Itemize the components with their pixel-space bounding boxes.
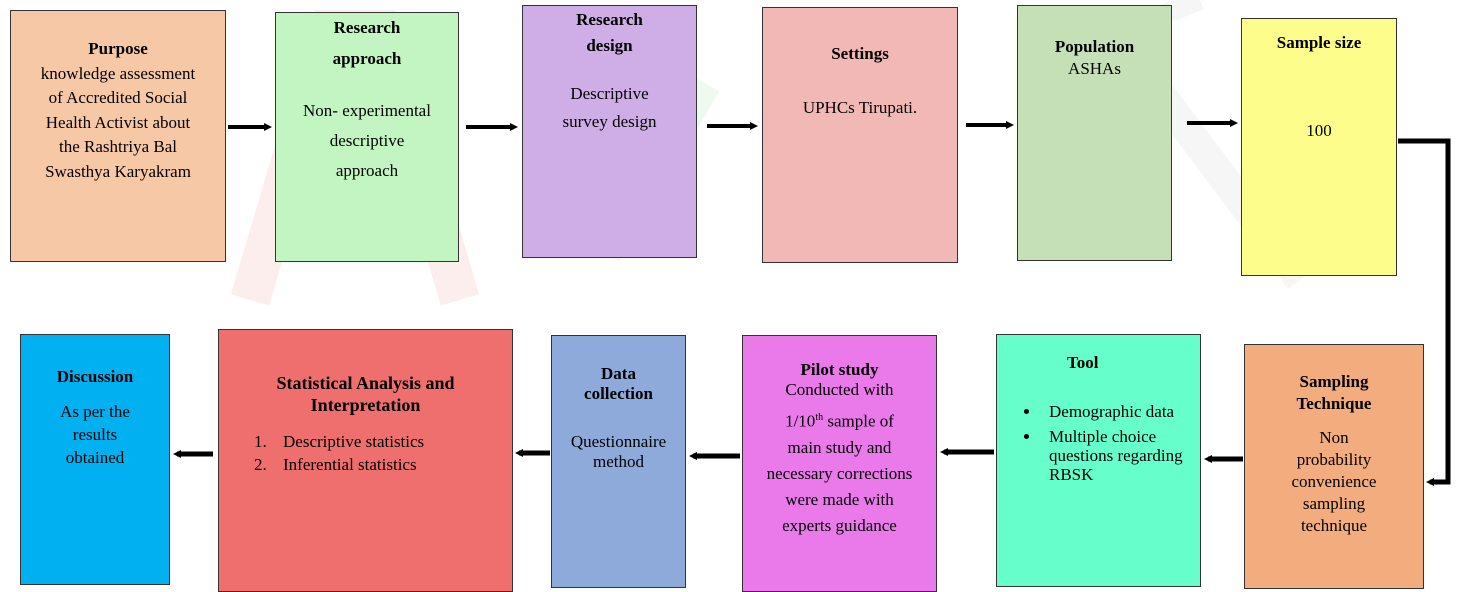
sampling-title: Technique <box>1296 394 1372 413</box>
sampling-technique-box: Sampling Technique Non probability conve… <box>1244 344 1424 589</box>
purpose-line: Health Activist about <box>45 112 191 132</box>
approach-line: Non- experimental <box>303 101 431 120</box>
purpose-box: Purpose knowledge assessment of Accredit… <box>10 10 226 262</box>
statistical-item: Inferential statistics <box>271 453 512 476</box>
population-box: Population ASHAs <box>1017 5 1172 261</box>
sampling-line: convenience <box>1291 472 1377 491</box>
discussion-line: obtained <box>65 448 125 467</box>
discussion-box: Discussion As per the results obtained <box>20 334 170 585</box>
statistical-list: Descriptive statistics Inferential stati… <box>219 430 512 476</box>
purpose-title: Purpose <box>88 39 148 58</box>
design-title: Research <box>576 10 643 29</box>
pilot-line: main study and <box>787 437 892 457</box>
pilot-fraction: 1/10 <box>785 411 816 431</box>
statistical-item: Descriptive statistics <box>271 430 512 453</box>
research-design-box: Research design Descriptive survey desig… <box>522 5 697 258</box>
discussion-line: As per the <box>60 402 130 421</box>
sampling-line: probability <box>1296 450 1372 469</box>
purpose-line: of Accredited Social <box>48 88 188 107</box>
settings-box: Settings UPHCs Tirupati. <box>762 7 958 263</box>
sample-size-box: Sample size 100 <box>1241 18 1397 276</box>
pilot-line: experts guidance <box>782 515 897 535</box>
discussion-line: results <box>72 425 118 444</box>
data-collection-title: collection <box>584 384 653 403</box>
pilot-study-box: Pilot study Conducted with 1/10th sample… <box>742 335 937 592</box>
settings-title: Settings <box>831 44 889 63</box>
approach-title: approach <box>332 49 402 68</box>
population-title: Population <box>1054 37 1135 56</box>
sampling-line: sampling <box>1302 494 1366 513</box>
pilot-line: were made with <box>785 489 894 509</box>
sample-size-value: 100 <box>1306 121 1332 140</box>
tool-item: Demographic data <box>1041 402 1200 421</box>
purpose-line: Swasthya Karyakram <box>45 161 191 181</box>
data-collection-box: Data collection Questionnaire method <box>551 335 686 588</box>
purpose-line: the Rashtriya Bal <box>58 137 178 156</box>
design-line: Descriptive <box>570 84 649 103</box>
purpose-line: knowledge assessment <box>40 63 196 83</box>
population-text: ASHAs <box>1068 59 1121 78</box>
tool-item: Multiple choice questions regarding RBSK <box>1041 427 1200 484</box>
statistical-title: Statistical Analysis and <box>276 373 455 393</box>
tool-box: Tool Demographic data Multiple choice qu… <box>996 334 1201 587</box>
design-line: survey design <box>562 112 657 131</box>
pilot-line: Conducted with <box>785 380 894 399</box>
research-approach-box: Research approach Non- experimental desc… <box>275 12 459 262</box>
tool-list: Demographic data Multiple choice questio… <box>997 402 1200 484</box>
approach-line: approach <box>335 161 399 180</box>
tool-title: Tool <box>1067 353 1099 372</box>
approach-line: descriptive <box>329 131 405 150</box>
pilot-fraction-rest: sample of <box>823 411 894 431</box>
discussion-title: Discussion <box>56 367 134 386</box>
sampling-line: technique <box>1300 516 1368 535</box>
sampling-title: Sampling <box>1299 372 1369 391</box>
data-collection-title: Data <box>601 364 636 383</box>
data-collection-line: method <box>593 452 644 471</box>
pilot-line: necessary corrections <box>766 463 913 483</box>
design-title: design <box>586 36 633 55</box>
approach-title: Research <box>333 18 401 37</box>
sampling-line: Non <box>1319 428 1349 447</box>
settings-text: UPHCs Tirupati. <box>802 98 918 117</box>
arrow-sample-size-to-sampling <box>1398 138 1451 486</box>
pilot-title: Pilot study <box>800 360 879 379</box>
pilot-line-fraction: 1/10th sample of <box>743 408 936 432</box>
statistical-analysis-box: Statistical Analysis and Interpretation … <box>218 329 513 592</box>
pilot-fraction-sup: th <box>815 412 824 423</box>
statistical-title: Interpretation <box>310 395 421 415</box>
data-collection-line: Questionnaire <box>570 432 667 451</box>
sample-size-title: Sample size <box>1276 33 1362 52</box>
